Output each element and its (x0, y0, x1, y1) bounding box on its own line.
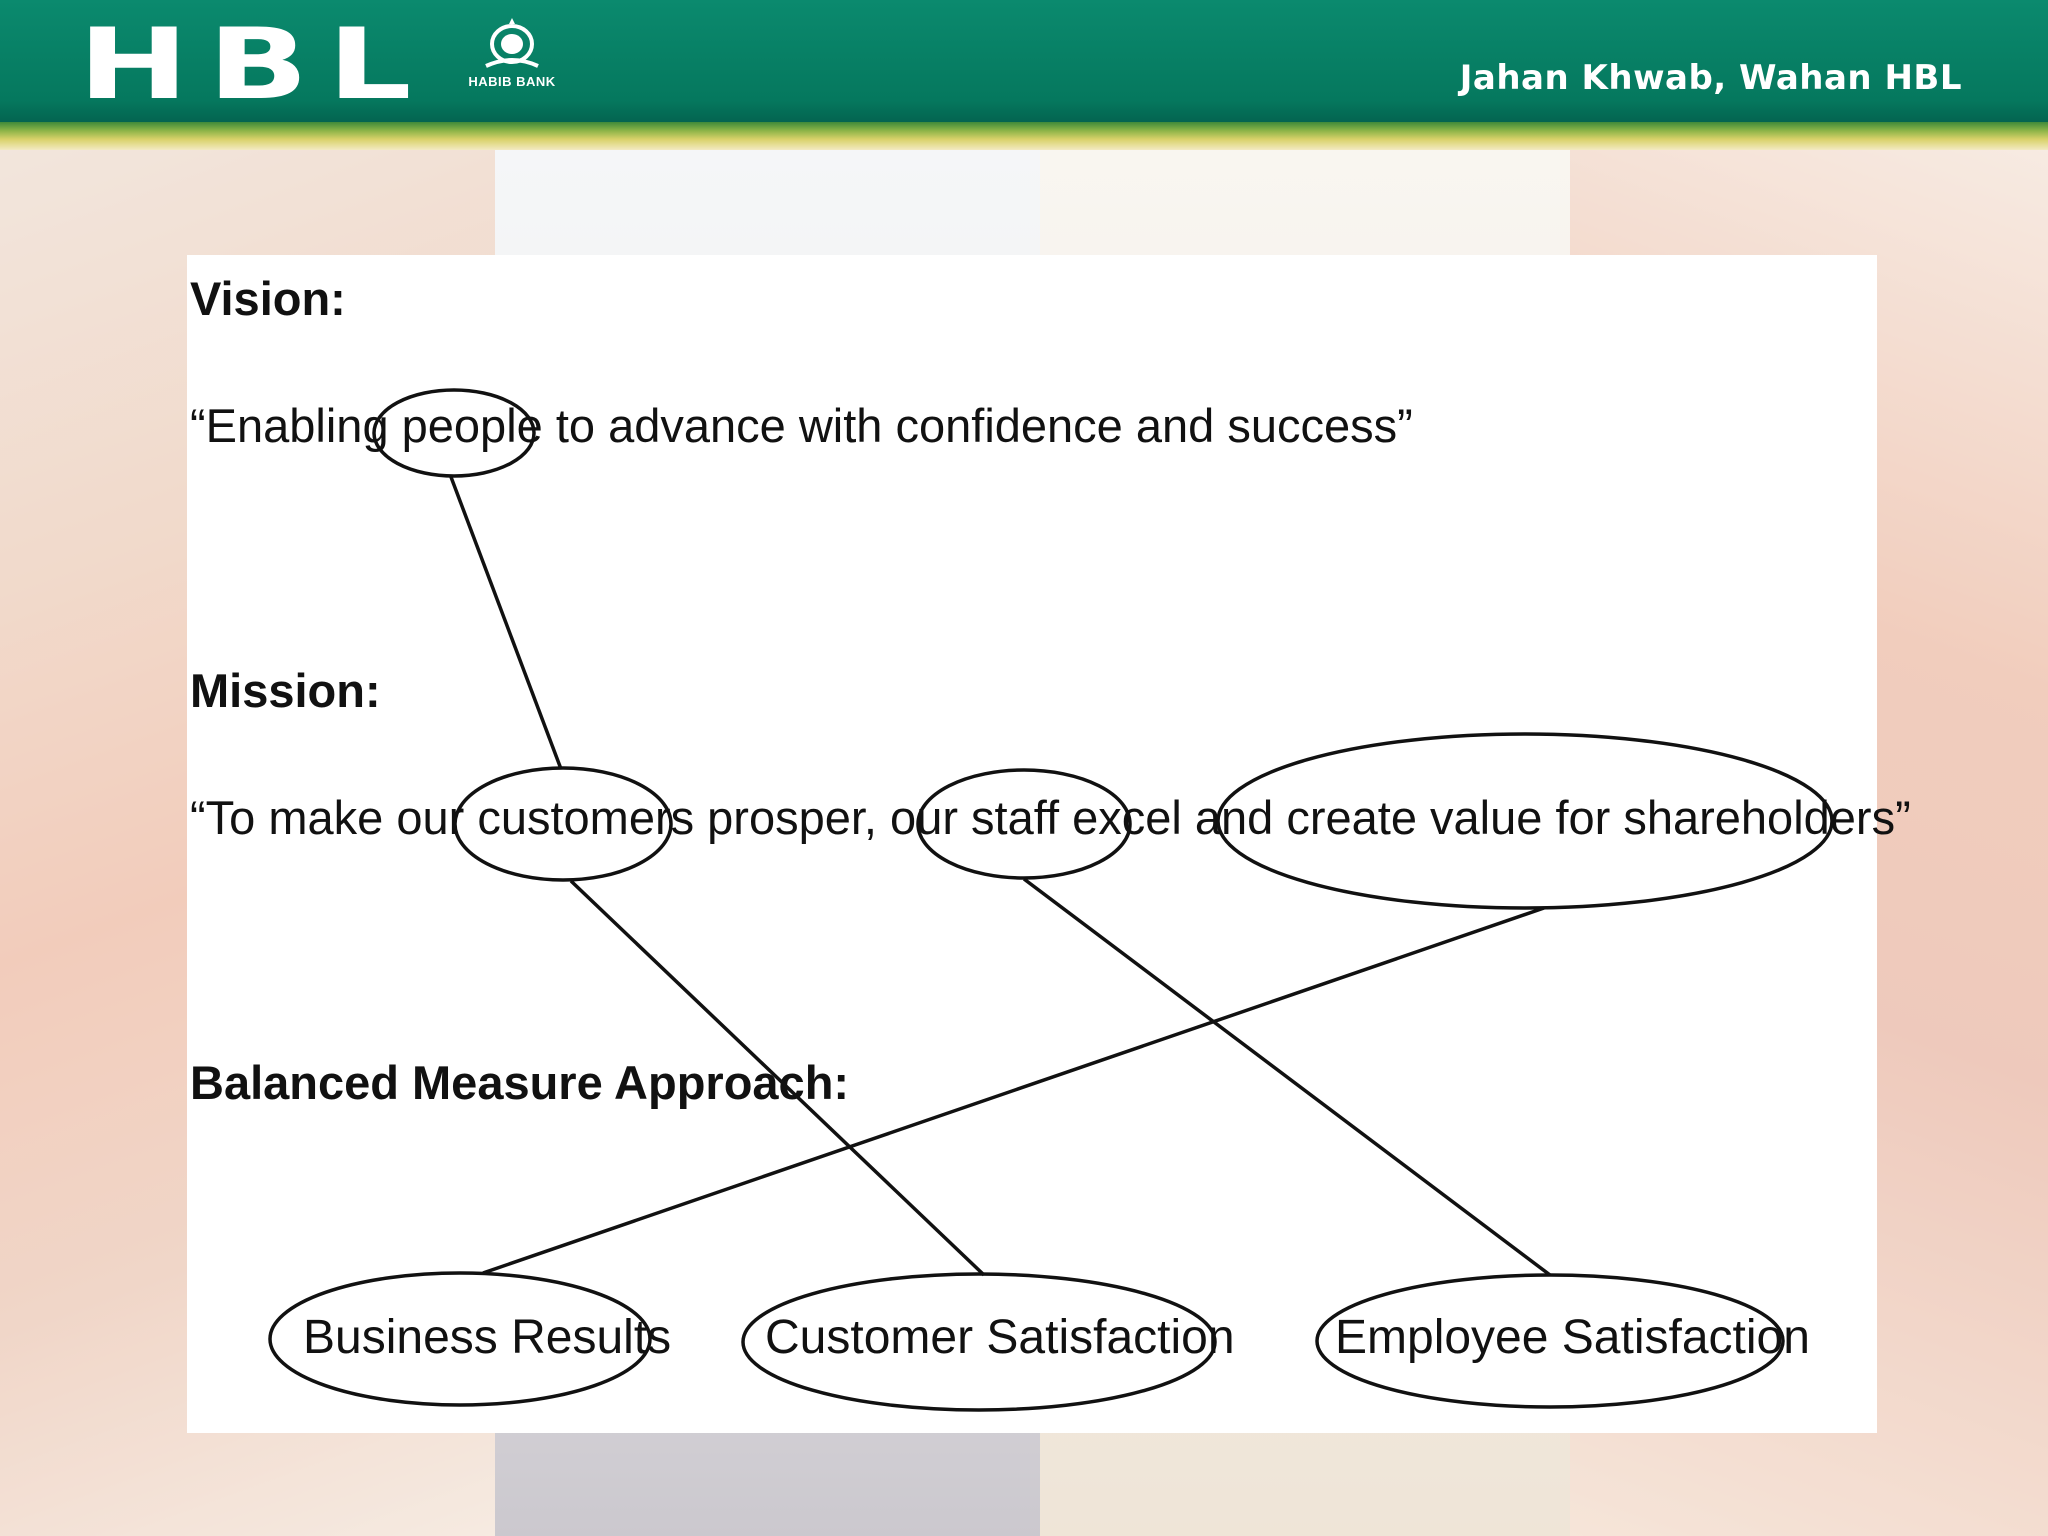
vision-label: Vision: (190, 272, 346, 325)
measure-employee-satisfaction: Employee Satisfaction (1335, 1311, 1810, 1364)
hbl-logo: HBL (78, 8, 431, 122)
header-bar: HBL HABIB BANK Jahan Khwab, Wahan HBL (0, 0, 2048, 122)
measure-business-results: Business Results (303, 1311, 672, 1364)
vision-highlight-people: people (401, 399, 543, 452)
vision-text-after: to advance with confidence and success” (542, 399, 1413, 452)
tagline: Jahan Khwab, Wahan HBL (1459, 58, 1962, 98)
connector-people-to-customers (449, 476, 563, 770)
mission-label: Mission: (190, 664, 381, 717)
mission-highlight-customers: customers (477, 791, 695, 844)
mission-statement: “To make our customers prosper, our staf… (190, 790, 1911, 845)
approach-label: Balanced Measure Approach: (190, 1056, 850, 1109)
mission-highlight-staff: staff excel (971, 791, 1182, 844)
vision-statement: “Enabling people to advance with confide… (190, 398, 1413, 453)
header-accent-stripe (0, 122, 2048, 150)
vision-text-before: “Enabling (190, 399, 402, 452)
mission-text-3: and (1181, 791, 1287, 844)
mission-highlight-value: create value for shareholders” (1286, 791, 1911, 844)
mission-text-2: prosper, our (694, 791, 972, 844)
mission-text-1: “To make our (190, 791, 478, 844)
connector-staff-to-employee-satisfaction (1022, 877, 1552, 1277)
emblem-icon (485, 18, 539, 68)
emblem-caption: HABIB BANK (468, 74, 556, 89)
measure-customer-satisfaction: Customer Satisfaction (765, 1311, 1235, 1364)
habib-bank-emblem: HABIB BANK (452, 14, 572, 110)
diagram-panel: Vision: “Enabling people to advance with… (187, 255, 1911, 1433)
